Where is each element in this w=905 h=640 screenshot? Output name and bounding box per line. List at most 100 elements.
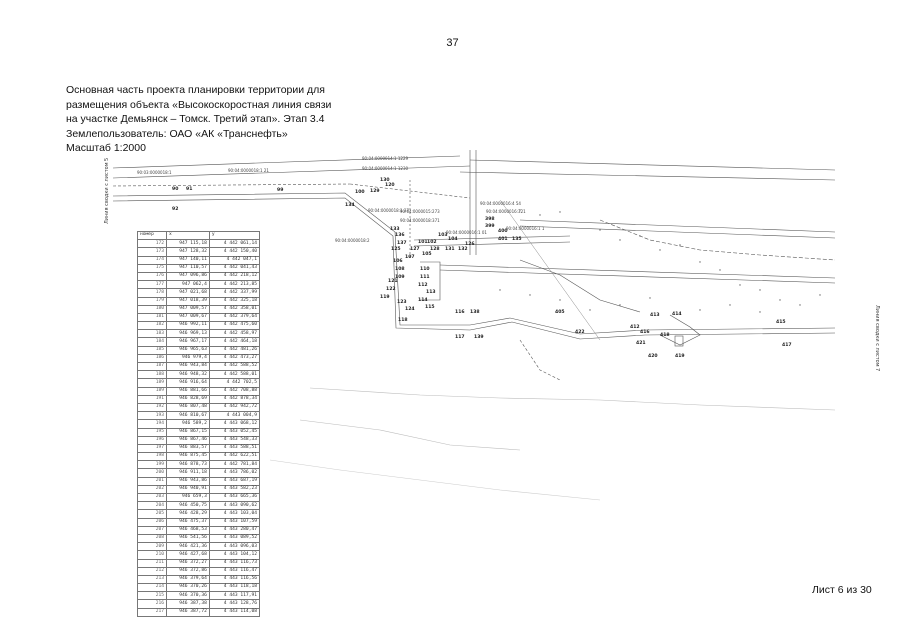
table-cell: 4 443 582,23: [208, 484, 261, 495]
table-cell: 209: [137, 542, 167, 552]
table-cell: 4 442 702,5: [208, 378, 261, 388]
table-cell: 191: [137, 394, 167, 404]
table-cell: 182: [137, 321, 167, 331]
map-annotation: 90:04:0000016:321: [486, 209, 526, 214]
point-label: 121: [388, 278, 398, 284]
table-cell: 4 442 358,01: [208, 304, 261, 314]
table-cell: 4 443 116,56: [208, 574, 261, 585]
table-cell: 208: [137, 533, 167, 544]
table-cell: 946 878,73: [166, 460, 210, 470]
map-annotation: 90:04:0000016:1 1: [506, 226, 545, 231]
table-cell: 4 442 213,85: [208, 280, 261, 290]
point-label: 421: [636, 340, 646, 346]
table-cell: 4 443 104,12: [208, 550, 261, 560]
point-label: 101: [418, 239, 428, 245]
map-annotation: 90:04:0000015:273: [400, 209, 440, 214]
table-cell: 192: [137, 402, 167, 413]
table-cell: 946 387,72: [166, 607, 210, 617]
table-cell: 189: [137, 378, 167, 388]
point-label: 401: [498, 236, 508, 242]
point-label: 415: [776, 319, 786, 325]
title-line: на участке Демьянск – Томск. Третий этап…: [66, 113, 325, 125]
table-cell: 946 943,86: [166, 476, 210, 486]
table-cell: 179: [137, 296, 167, 306]
map-annotation: 90:04:0000018:1 21: [228, 168, 269, 173]
point-label: 132: [458, 246, 468, 252]
table-cell: 946 589,2: [166, 419, 210, 429]
point-label: 109: [395, 274, 405, 280]
table-cell: 946 916,64: [166, 378, 210, 388]
point-label: 136: [395, 232, 405, 238]
table-cell: 198: [137, 452, 167, 462]
scale-line: Масштаб 1:2000: [66, 142, 146, 154]
point-label: 117: [455, 334, 465, 340]
table-cell: 181: [137, 312, 167, 323]
table-cell: 4 442 942,72: [208, 402, 261, 413]
table-cell: 4 443 548,33: [208, 435, 261, 445]
table-cell: 4 442 588,01: [208, 370, 261, 380]
point-label: 135: [512, 236, 522, 242]
table-cell: 946 948,32: [166, 370, 210, 380]
table-cell: 4 443 068,12: [208, 419, 261, 429]
map-annotation: 90:04:0000014:1 1230: [362, 166, 408, 171]
table-cell: 184: [137, 337, 167, 347]
point-label: 122: [386, 286, 396, 292]
point-label: 106: [393, 258, 403, 264]
point-label: 134: [345, 202, 355, 208]
table-cell: 199: [137, 460, 167, 470]
table-cell: 185: [137, 345, 167, 355]
table-cell: 4 443 687,19: [208, 476, 261, 486]
point-label: 102: [427, 239, 437, 245]
table-cell: 217: [137, 607, 167, 617]
table-cell: 946 468,53: [166, 525, 210, 535]
point-label: 133: [390, 226, 400, 232]
point-label: 131: [445, 246, 455, 252]
table-cell: 4 443 089,52: [208, 533, 261, 544]
table-cell: 946 943,84: [166, 361, 210, 372]
point-label: 417: [782, 342, 792, 348]
table-cell: 4 442 464,18: [208, 337, 261, 347]
table-cell: 4 443 096,03: [208, 542, 261, 552]
table-cell: 946 867,15: [166, 427, 210, 437]
table-cell: 215: [137, 591, 167, 601]
table-cell: 206: [137, 517, 167, 527]
table-cell: 173: [137, 247, 167, 257]
table-cell: 212: [137, 566, 167, 576]
table-cell: 4 443 588,51: [208, 443, 261, 454]
table-cell: 946 659,3: [166, 492, 210, 503]
table-cell: 946 967,17: [166, 337, 210, 347]
table-cell: 178: [137, 288, 167, 298]
point-label: 99: [277, 187, 283, 193]
point-label: 128: [430, 246, 440, 252]
table-cell: 4 443 280,47: [208, 525, 261, 535]
table-cell: 946 379,64: [166, 574, 210, 585]
point-label: 107: [405, 254, 415, 260]
table-cell: 183: [137, 329, 167, 339]
point-label: 110: [420, 266, 430, 272]
map-annotation: 90:04:0000016:1 01: [446, 230, 487, 235]
table-cell: 947 009,57: [166, 304, 210, 314]
map-annotation: 90:04:0000018:371: [400, 218, 440, 223]
table-cell: 189: [137, 386, 167, 396]
title-line: размещения объекта «Высокоскоростная лин…: [66, 98, 332, 111]
table-cell: 4 443 004,9: [208, 411, 261, 421]
point-label: 124: [405, 306, 415, 312]
map-annotation: 90:04:0000018:1 37: [368, 208, 409, 213]
point-label: 123: [397, 299, 407, 305]
